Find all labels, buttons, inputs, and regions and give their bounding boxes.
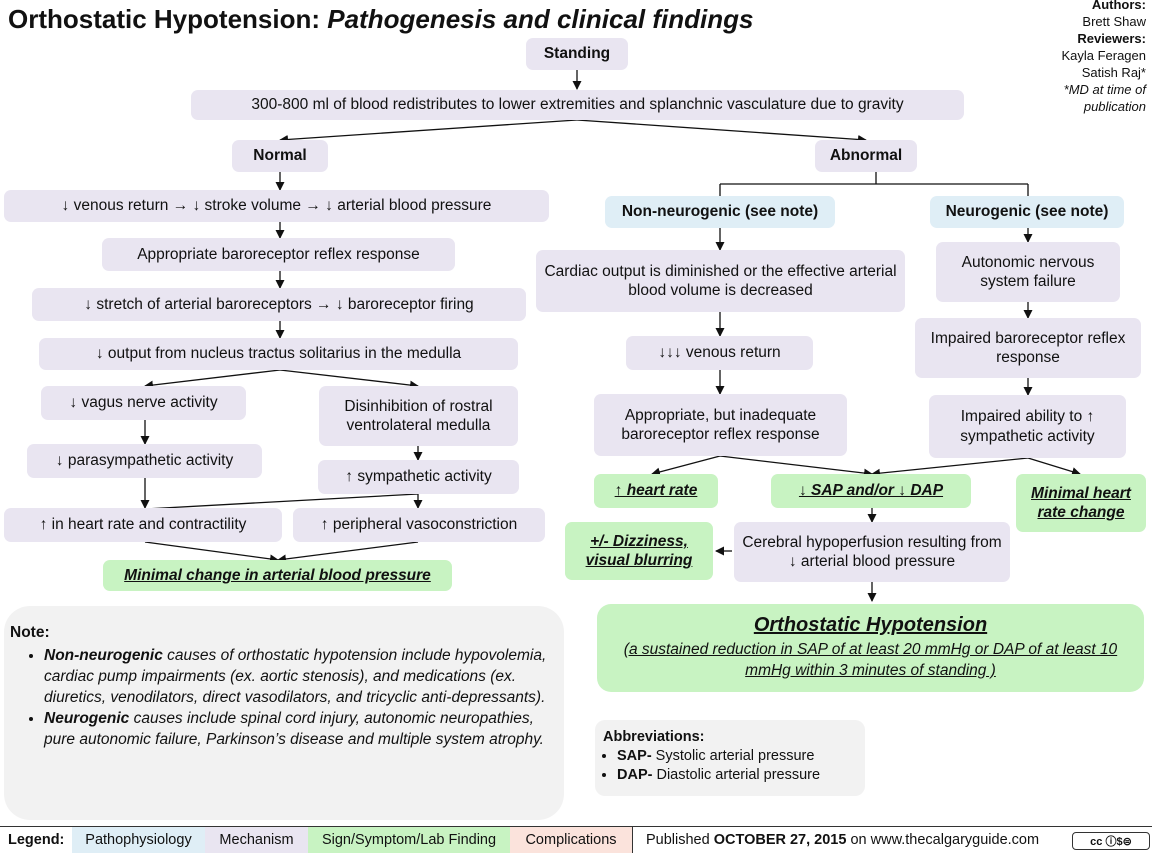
oh-definition: (a sustained reduction in SAP of at leas… (623, 641, 1118, 679)
reviewers-label: Reviewers: (1077, 31, 1146, 46)
authors-label: Authors: (1091, 0, 1146, 12)
abbr-dap: DAP- Diastolic arterial pressure (617, 766, 857, 785)
nts-output-box: ↓ output from nucleus tractus solitarius… (39, 338, 518, 370)
note-item2-text: causes include spinal cord injury, auton… (44, 710, 544, 748)
abbr-dap-value: Diastolic arterial pressure (652, 767, 821, 783)
parasympathetic-box: ↓ parasympathetic activity (27, 444, 262, 478)
note-item-neurogenic: Neurogenic causes include spinal cord in… (44, 708, 550, 750)
cerebral-hypoperfusion-box: Cerebral hypoperfusion resulting from ↓ … (734, 522, 1010, 582)
note-list: Non-neurogenic causes of orthostatic hyp… (10, 645, 550, 750)
ans-failure-box: Autonomic nervous system failure (936, 242, 1120, 302)
note-item1-bold: Non-neurogenic (44, 647, 163, 664)
published-site: on www.thecalgaryguide.com (846, 832, 1040, 848)
redistribution-box: 300-800 ml of blood redistributes to low… (191, 90, 964, 120)
legend-label: Legend: (8, 832, 65, 848)
title-sub: Pathogenesis and clinical findings (327, 4, 754, 34)
inadequate-reflex-box: Appropriate, but inadequate baroreceptor… (594, 394, 847, 456)
normal-box: Normal (232, 140, 328, 172)
vagus-activity-box: ↓ vagus nerve activity (41, 386, 246, 420)
non-neurogenic-box: Non-neurogenic (see note) (605, 196, 835, 228)
legend-bar: Legend: Pathophysiology Mechanism Sign/S… (0, 826, 1152, 853)
orthostatic-hypotension-box: Orthostatic Hypotension (a sustained red… (597, 604, 1144, 692)
cardiac-output-box: Cardiac output is diminished or the effe… (536, 250, 905, 312)
abbr-sap-value: Systolic arterial pressure (651, 748, 815, 764)
minimal-hr-change-box: Minimal heart rate change (1016, 474, 1146, 532)
authors-block: Authors: Brett Shaw Reviewers: Kayla Fer… (1016, 0, 1146, 115)
reviewer-1: Kayla Feragen (1061, 48, 1146, 63)
standing-box: Standing (526, 38, 628, 70)
oh-title: Orthostatic Hypotension (753, 614, 988, 636)
abbreviations-list: SAP- Systolic arterial pressure DAP- Dia… (603, 747, 857, 785)
authors-footnote: *MD at time of publication (1063, 82, 1146, 114)
creative-commons-icon: cc ⓘ$⊜ (1072, 832, 1150, 850)
dizziness-box: +/- Dizziness, visual blurring (565, 522, 713, 580)
note-panel: Note: Non-neurogenic causes of orthostat… (4, 606, 564, 820)
minimal-bp-change-box: Minimal change in arterial blood pressur… (103, 560, 452, 591)
published-date: OCTOBER 27, 2015 (713, 832, 847, 848)
normal-reflex-box: Appropriate baroreceptor reflex response (102, 238, 455, 271)
abnormal-venous-return-box: ↓↓↓ venous return (626, 336, 813, 370)
abbr-dap-key: DAP- (617, 767, 653, 783)
reviewer-2: Satish Raj* (1081, 65, 1146, 80)
legend-mechanism: Mechanism (205, 827, 308, 853)
neurogenic-box: Neurogenic (see note) (930, 196, 1124, 228)
published-prefix: Published (646, 832, 714, 848)
abbr-sap-key: SAP- (617, 748, 652, 764)
heart-rate-sign-box: ↑ heart rate (594, 474, 718, 508)
baroreceptor-stretch-box: ↓ stretch of arterial baroreceptors → ↓ … (32, 288, 526, 321)
disinhibition-box: Disinhibition of rostral ventrolateral m… (319, 386, 518, 446)
title-main: Orthostatic Hypotension: (8, 4, 321, 34)
vasoconstriction-box: ↑ peripheral vasoconstriction (293, 508, 545, 542)
impaired-sympathetic-box: Impaired ability to ↑ sympathetic activi… (929, 395, 1126, 458)
abbreviations-panel: Abbreviations: SAP- Systolic arterial pr… (595, 720, 865, 796)
page-title: Orthostatic Hypotension: Pathogenesis an… (8, 4, 753, 35)
impaired-reflex-box: Impaired baroreceptor reflex response (915, 318, 1141, 378)
note-item2-bold: Neurogenic (44, 710, 130, 727)
published-line: Published OCTOBER 27, 2015 on www.thecal… (646, 827, 1039, 853)
note-heading: Note: (10, 624, 50, 641)
legend-complications: Complications (510, 827, 632, 853)
author-name: Brett Shaw (1082, 14, 1146, 29)
heart-rate-contractility-box: ↑ in heart rate and contractility (4, 508, 282, 542)
note-item-non-neurogenic: Non-neurogenic causes of orthostatic hyp… (44, 645, 550, 708)
note-item1-text: causes of orthostatic hypotension includ… (44, 647, 547, 706)
abbreviations-heading: Abbreviations: (603, 729, 705, 745)
legend-sign: Sign/Symptom/Lab Finding (308, 827, 510, 853)
legend-divider (632, 827, 633, 853)
sap-dap-sign-box: ↓ SAP and/or ↓ DAP (771, 474, 971, 508)
abbr-sap: SAP- Systolic arterial pressure (617, 747, 857, 766)
normal-venous-return-box: ↓ venous return → ↓ stroke volume → ↓ ar… (4, 190, 549, 222)
legend-pathophysiology: Pathophysiology (72, 827, 205, 853)
abnormal-box: Abnormal (815, 140, 917, 172)
sympathetic-box: ↑ sympathetic activity (318, 460, 519, 494)
